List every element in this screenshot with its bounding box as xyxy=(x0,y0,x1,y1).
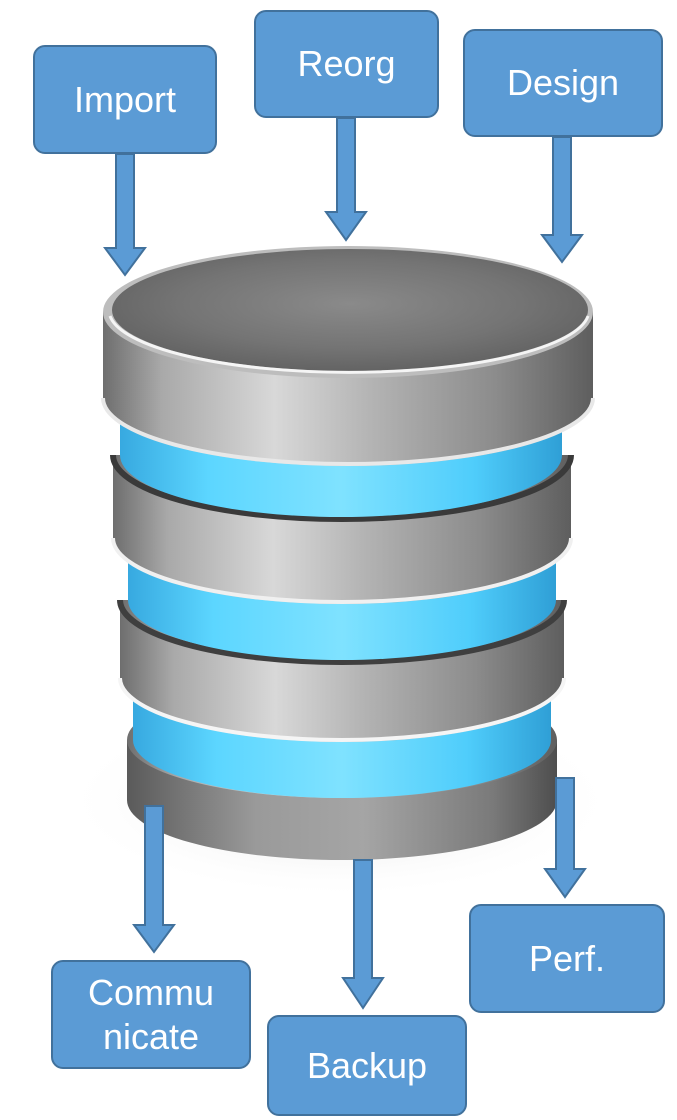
reorg-label: Reorg xyxy=(297,43,396,85)
perf-node[interactable]: Perf. xyxy=(469,904,665,1013)
arrow-import xyxy=(103,153,147,277)
design-label: Design xyxy=(506,62,620,104)
communicate-node[interactable]: Commu nicate xyxy=(51,960,251,1069)
arrow-reorg xyxy=(324,117,368,242)
backup-label: Backup xyxy=(306,1044,428,1086)
communicate-label-line2: nicate xyxy=(102,1015,200,1057)
arrow-perf xyxy=(543,777,587,899)
communicate-label-line1: Commu xyxy=(87,972,215,1014)
perf-label: Perf. xyxy=(528,937,606,979)
design-node[interactable]: Design xyxy=(463,29,663,137)
import-label: Import xyxy=(73,78,177,120)
reorg-node[interactable]: Reorg xyxy=(254,10,439,118)
arrow-design xyxy=(540,136,584,264)
disk-top xyxy=(101,246,595,466)
arrow-communicate xyxy=(132,805,176,954)
arrow-backup xyxy=(341,859,385,1010)
backup-node[interactable]: Backup xyxy=(267,1015,467,1116)
import-node[interactable]: Import xyxy=(33,45,217,154)
